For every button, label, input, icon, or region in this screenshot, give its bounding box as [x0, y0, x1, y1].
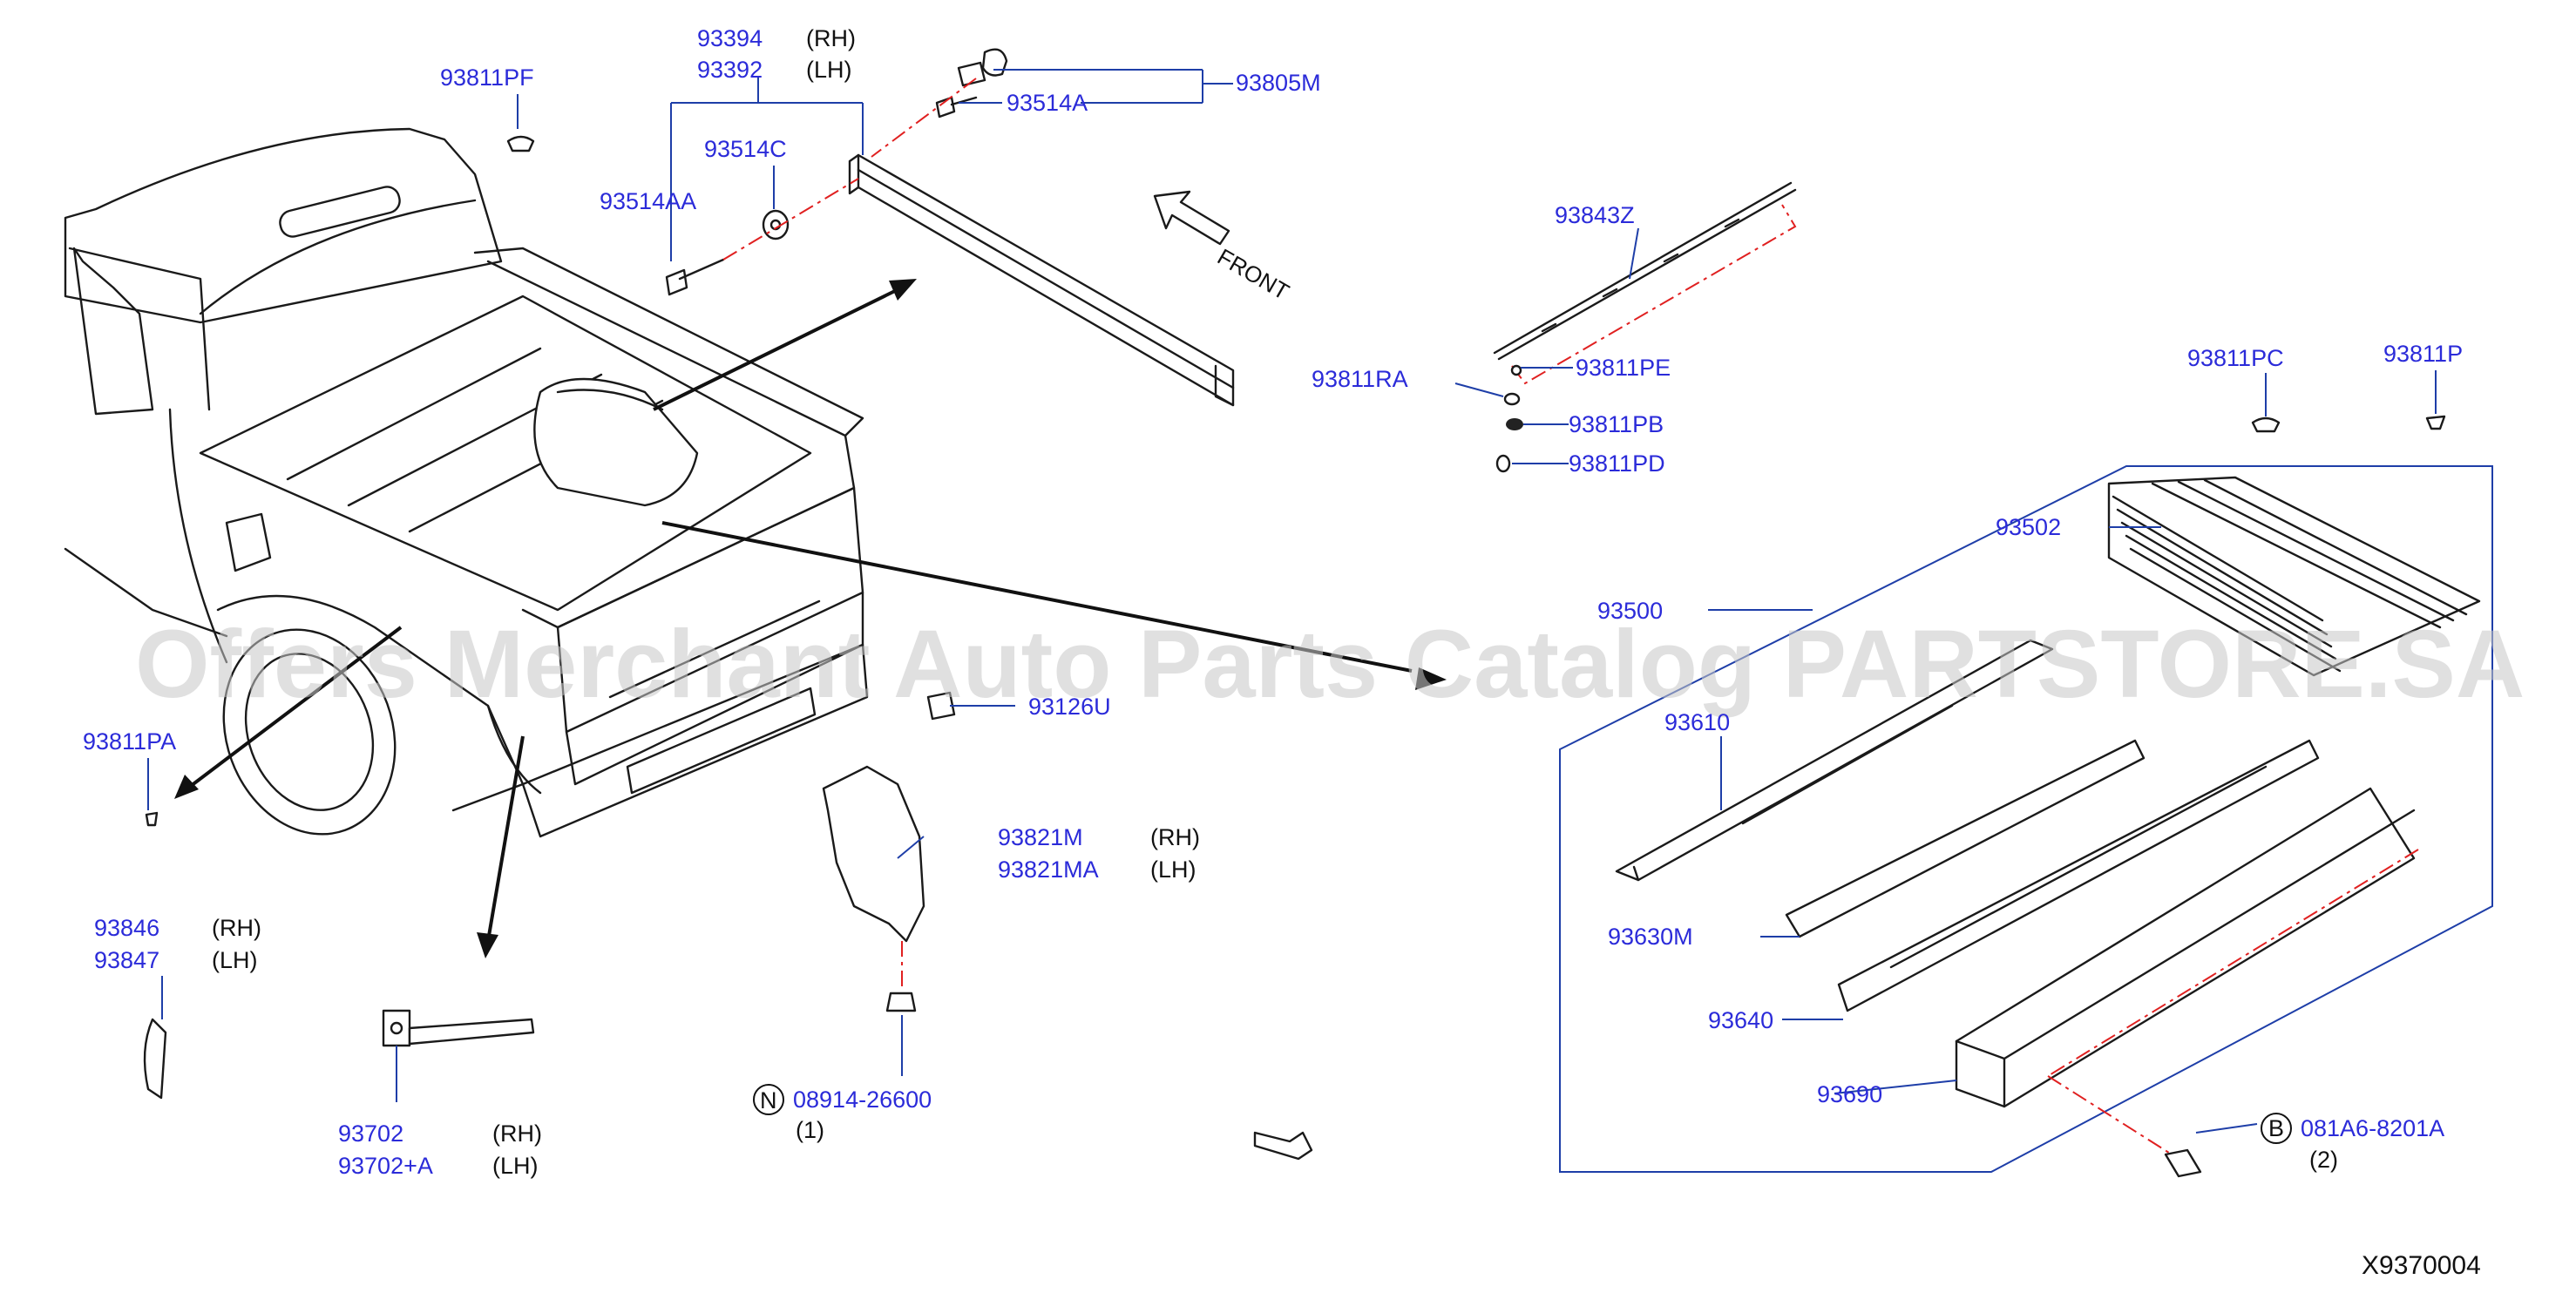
side-label-lh: (LH) [806, 57, 852, 83]
b-symbol: B [2268, 1115, 2284, 1141]
n-symbol: N [760, 1087, 777, 1114]
truck-bed-illustration [64, 127, 869, 838]
clip-93126U-drawing [926, 691, 956, 721]
bracket-93702-drawing [382, 1009, 535, 1047]
part-label-93811RA[interactable]: 93811RA [1312, 366, 1408, 392]
part-label-93821M[interactable]: 93821M [998, 824, 1083, 850]
b-quantity: (2) [2309, 1147, 2338, 1173]
part-label-93811PD[interactable]: 93811PD [1569, 450, 1665, 477]
piece-93846-drawing [143, 1018, 167, 1100]
part-label-93514AA[interactable]: 93514AA [600, 188, 696, 214]
part-label-93630M[interactable]: 93630M [1608, 924, 1693, 950]
side-label-lh-93847: (LH) [212, 947, 258, 973]
side-label-rh-93702: (RH) [492, 1120, 542, 1147]
part-label-93514C[interactable]: 93514C [704, 136, 787, 162]
side-label-lh-93821MA: (LH) [1150, 856, 1196, 883]
assembly-93500-box [1559, 465, 2493, 1178]
pointer-arrows [174, 279, 1447, 958]
leader-lines [147, 69, 2437, 1134]
rail-fasteners [665, 178, 859, 296]
part-label-93811PF[interactable]: 93811PF [440, 64, 534, 91]
side-label-rh: (RH) [806, 25, 856, 51]
part-label-93805M[interactable]: 93805M [1236, 70, 1321, 96]
part-label-93811PC[interactable]: 93811PC [2187, 345, 2284, 371]
b-symbol-circle [2261, 1113, 2292, 1144]
part-label-93843Z[interactable]: 93843Z [1555, 202, 1635, 228]
part-label-93702[interactable]: 93702 [338, 1120, 403, 1147]
part-label-93392[interactable]: 93392 [697, 57, 763, 83]
part-label-08914-26600[interactable]: 08914-26600 [793, 1087, 932, 1113]
part-label-93702A[interactable]: 93702+A [338, 1153, 433, 1179]
part-label-93502[interactable]: 93502 [1996, 514, 2061, 540]
diagram-id: X9370004 [2362, 1251, 2481, 1280]
part-label-93811P[interactable]: 93811P [2383, 341, 2463, 367]
part-label-93610[interactable]: 93610 [1664, 709, 1730, 735]
watermark: Offers Merchant Auto Parts Catalog PARTS… [135, 611, 2525, 718]
mudguard-93821M-drawing [822, 765, 925, 1012]
part-label-081A6-8201A[interactable]: 081A6-8201A [2301, 1115, 2444, 1141]
side-label-rh-93846: (RH) [212, 915, 261, 941]
part-label-93811PA[interactable]: 93811PA [83, 728, 176, 755]
part-label-93690[interactable]: 93690 [1817, 1081, 1882, 1107]
part-label-93846[interactable]: 93846 [94, 915, 159, 941]
loose-bolt-drawing [1253, 1131, 1313, 1161]
small-clips [145, 135, 2446, 827]
part-label-93514A[interactable]: 93514A [1007, 90, 1088, 116]
part-label-93394[interactable]: 93394 [697, 25, 763, 51]
n-symbol-circle [753, 1084, 784, 1115]
part-labels: 93811PF 93394 (RH) 93392 (LH) 93514C 935… [83, 25, 2481, 1280]
strip-93843Z-drawing [1493, 181, 1797, 473]
side-label-lh-93702A: (LH) [492, 1153, 539, 1179]
part-label-93811PB[interactable]: 93811PB [1569, 411, 1664, 437]
front-label: FRONT [1213, 243, 1294, 305]
front-direction-indicator: FRONT [1153, 190, 1294, 305]
part-label-93126U[interactable]: 93126U [1028, 694, 1111, 720]
bed-rail-drawing [848, 153, 1235, 407]
side-label-rh-93821M: (RH) [1150, 824, 1200, 850]
part-label-93500[interactable]: 93500 [1597, 598, 1663, 624]
clip-93805M-drawing [871, 48, 1008, 158]
part-label-93811PE[interactable]: 93811PE [1576, 355, 1671, 381]
part-label-93640[interactable]: 93640 [1708, 1007, 1773, 1033]
part-label-93847[interactable]: 93847 [94, 947, 159, 973]
part-label-93821MA[interactable]: 93821MA [998, 856, 1099, 883]
n-quantity: (1) [796, 1117, 824, 1143]
